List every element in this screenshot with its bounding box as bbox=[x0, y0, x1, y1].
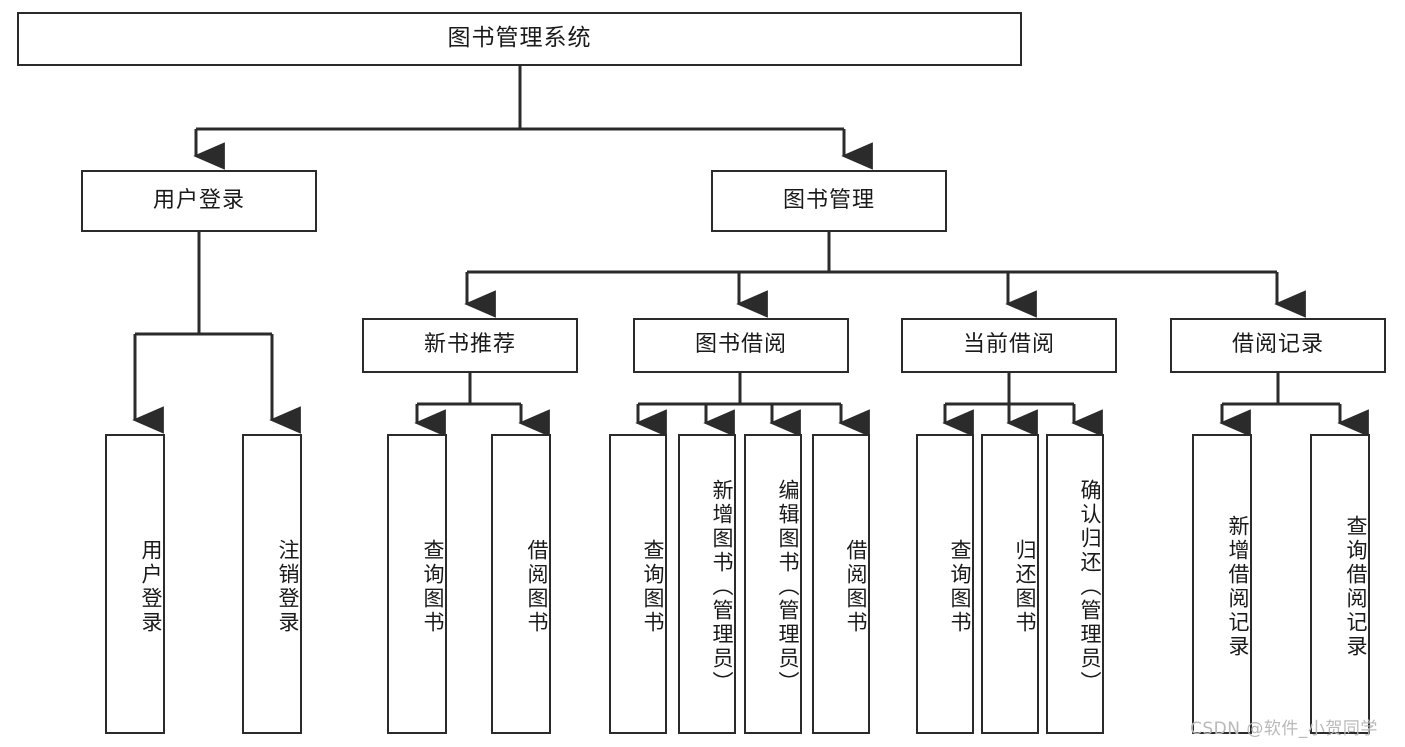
node-current-borrow[interactable]: 当前借阅 bbox=[901, 318, 1117, 373]
node-book-borrow[interactable]: 图书借阅 bbox=[633, 318, 849, 373]
node-new-book-recommend[interactable]: 新书推荐 bbox=[362, 318, 578, 373]
node-borrow-record[interactable]: 借阅记录 bbox=[1170, 318, 1386, 373]
leaf-return-book[interactable]: 归还图书 bbox=[981, 434, 1039, 734]
leaf-query-book-borrow[interactable]: 查询图书 bbox=[609, 434, 667, 734]
node-root-system[interactable]: 图书管理系统 bbox=[17, 12, 1022, 66]
node-book-manage[interactable]: 图书管理 bbox=[711, 170, 947, 232]
csdn-watermark: CSDN @软件_小贺同学 bbox=[1190, 719, 1378, 739]
leaf-edit-book-admin[interactable]: 编辑图书（管理员） bbox=[744, 434, 802, 734]
leaf-add-borrow-record[interactable]: 新增借阅记录 bbox=[1192, 434, 1252, 734]
leaf-query-book-recommend[interactable]: 查询图书 bbox=[387, 434, 447, 734]
node-user-login[interactable]: 用户登录 bbox=[81, 170, 317, 232]
leaf-borrow-book-recommend[interactable]: 借阅图书 bbox=[491, 434, 551, 734]
leaf-confirm-return-admin[interactable]: 确认归还（管理员） bbox=[1046, 434, 1104, 734]
leaf-query-borrow-record[interactable]: 查询借阅记录 bbox=[1310, 434, 1370, 734]
leaf-borrow-book-borrow[interactable]: 借阅图书 bbox=[812, 434, 870, 734]
leaf-add-book-admin[interactable]: 新增图书（管理员） bbox=[678, 434, 736, 734]
leaf-user-logout[interactable]: 注销登录 bbox=[242, 434, 302, 734]
leaf-query-book-current[interactable]: 查询图书 bbox=[916, 434, 974, 734]
leaf-user-login[interactable]: 用户登录 bbox=[105, 434, 165, 734]
